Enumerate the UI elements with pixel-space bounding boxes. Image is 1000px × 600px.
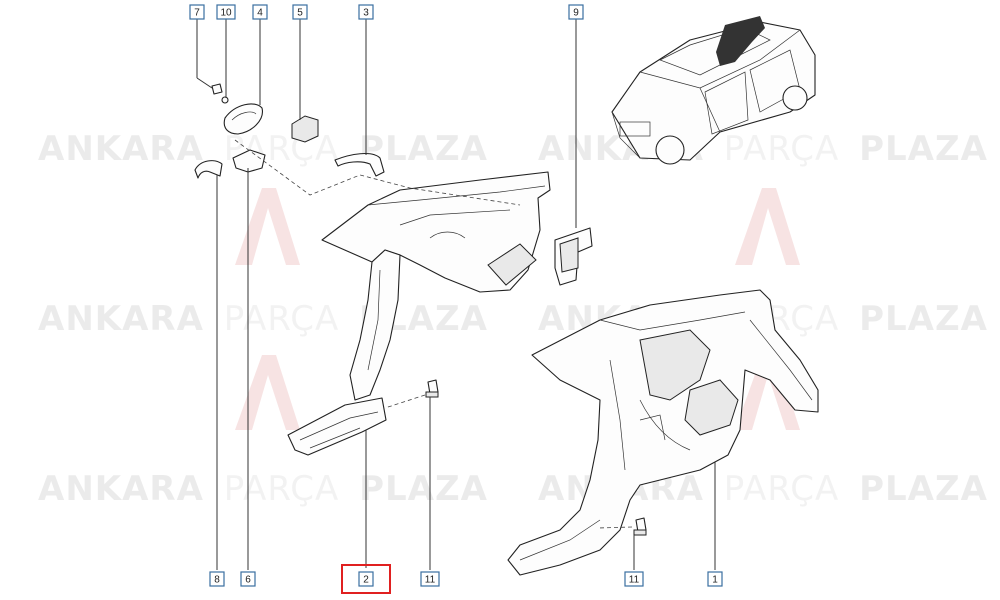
svg-text:1: 1 (712, 575, 718, 586)
callout-5[interactable]: 5 (292, 4, 308, 20)
bolt-part-11-illustration (384, 379, 647, 536)
callout-2-highlighted[interactable]: 2 (341, 564, 391, 594)
callout-9[interactable]: 9 (568, 4, 584, 20)
watermark-logo-icon (235, 188, 300, 265)
callout-4[interactable]: 4 (252, 4, 268, 20)
svg-text:5: 5 (297, 8, 303, 19)
inner-body-side-illustration (507, 289, 819, 576)
svg-text:2: 2 (363, 575, 369, 586)
svg-text:11: 11 (425, 575, 436, 586)
callout-8[interactable]: 8 (209, 571, 225, 587)
callout-3[interactable]: 3 (358, 4, 374, 20)
watermark-text: ANKARA PARÇA PLAZA (538, 129, 988, 169)
car-thumbnail-illustration (611, 16, 816, 165)
callout-7[interactable]: 7 (189, 4, 205, 20)
callout-6[interactable]: 6 (240, 571, 256, 587)
svg-text:6: 6 (245, 575, 251, 586)
svg-text:8: 8 (214, 575, 220, 586)
highlight-frame (341, 564, 391, 594)
watermark-logo-icon (735, 355, 800, 430)
callout-11-left[interactable]: 11 (420, 571, 440, 587)
callout-11-right[interactable]: 11 (624, 571, 644, 587)
bracket-part-9-illustration (554, 227, 593, 286)
svg-text:10: 10 (220, 8, 232, 19)
svg-text:4: 4 (257, 8, 263, 19)
svg-text:9: 9 (573, 8, 579, 19)
small-parts-illustration (194, 83, 521, 206)
watermark-logo-icon (235, 355, 300, 430)
watermark-text: ANKARA PARÇA PLAZA (38, 299, 488, 339)
svg-text:11: 11 (629, 575, 640, 586)
rear-quarter-panel-illustration (287, 171, 551, 456)
callout-1[interactable]: 1 (707, 571, 723, 587)
watermark-logo-icon (735, 188, 800, 265)
watermark-logo-row-2 (235, 355, 800, 430)
svg-text:3: 3 (363, 8, 369, 19)
leader-lines (196, 18, 716, 570)
watermark-text: ANKARA PARÇA PLAZA (38, 129, 488, 169)
watermark-logo-row-1 (235, 188, 800, 265)
watermark-text: ANKARA PARÇA PLAZA (38, 469, 488, 509)
svg-text:7: 7 (194, 8, 200, 19)
callout-10[interactable]: 10 (216, 4, 236, 20)
screw-part (211, 83, 223, 95)
